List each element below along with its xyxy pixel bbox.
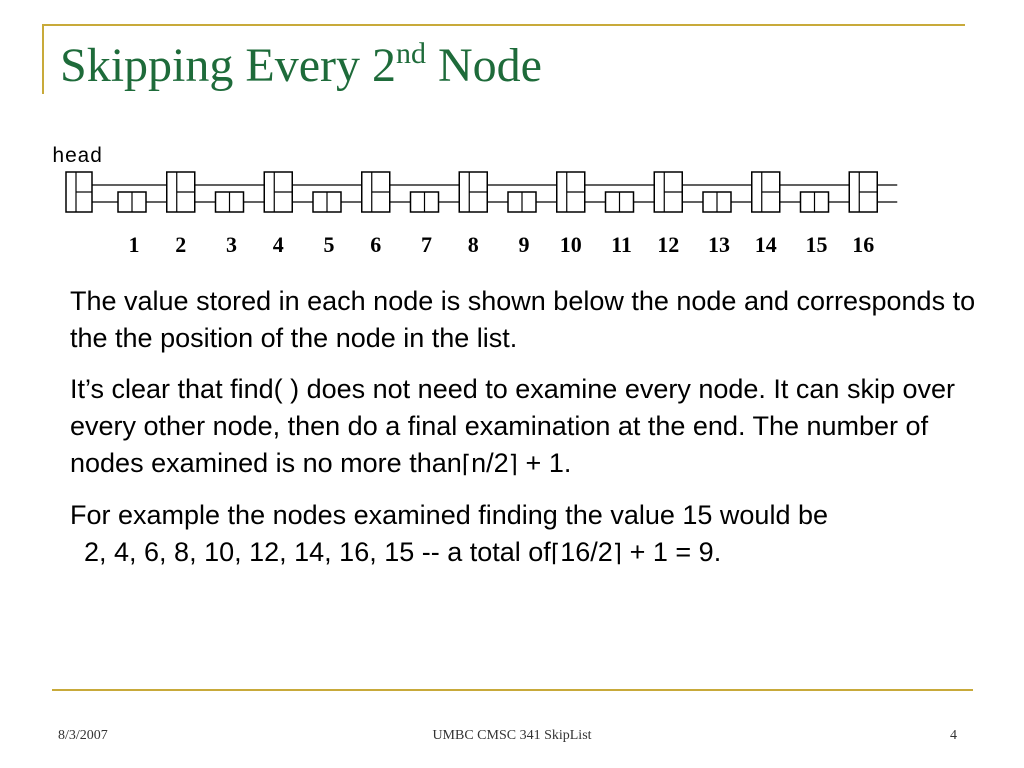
footer-date: 8/3/2007 <box>58 728 108 743</box>
paragraph-2: It’s clear that find( ) does not need to… <box>70 371 990 483</box>
node-label-7: 7 <box>421 232 432 257</box>
slide-body: The value stored in each node is shown b… <box>70 283 990 586</box>
paragraph-3-text: For example the nodes examined finding t… <box>70 500 828 530</box>
paragraph-3-example: 2, 4, 6, 8, 10, 12, 14, 16, 15 -- a tota… <box>70 534 721 572</box>
node-label-15: 15 <box>806 232 828 257</box>
node-label-6: 6 <box>370 232 381 257</box>
example-tail: + 1 = 9. <box>622 537 722 567</box>
ceil-expression: n/2 <box>471 448 509 478</box>
node-label-2: 2 <box>175 232 186 257</box>
slide-title: Skipping Every 2nd Node <box>60 37 542 93</box>
example-ceil-expression: 16/2 <box>560 537 613 567</box>
node-label-16: 16 <box>852 232 874 257</box>
node-label-8: 8 <box>468 232 479 257</box>
title-end: Node <box>425 39 542 92</box>
frame-left-rule <box>42 24 44 94</box>
node-label-12: 12 <box>657 232 679 257</box>
paragraph-3: For example the nodes examined finding t… <box>70 497 990 572</box>
example-ceil-left-symbol: ⌈ <box>550 539 561 567</box>
title-main: Skipping Every 2 <box>60 39 396 92</box>
frame-top-rule <box>42 24 965 26</box>
node-label-1: 1 <box>129 232 140 257</box>
node-label-9: 9 <box>519 232 530 257</box>
title-superscript: nd <box>395 37 426 70</box>
paragraph-1: The value stored in each node is shown b… <box>70 286 976 353</box>
node-label-13: 13 <box>708 232 730 257</box>
ceil-left-symbol: ⌈ <box>461 450 472 478</box>
link-lines <box>92 184 898 203</box>
paragraph-2-tail: + 1. <box>518 448 572 478</box>
footer-course: UMBC CMSC 341 SkipList <box>432 728 592 743</box>
example-ceil-right-symbol: ⌉ <box>612 539 623 567</box>
node-label-4: 4 <box>273 232 284 257</box>
node-label-10: 10 <box>560 232 582 257</box>
footer-page-number: 4 <box>950 728 957 743</box>
node-label-3: 3 <box>226 232 237 257</box>
bottom-rule <box>52 689 973 691</box>
node-label-5: 5 <box>324 232 335 257</box>
ceil-right-symbol: ⌉ <box>508 450 519 478</box>
node-label-11: 11 <box>611 232 632 257</box>
example-sequence: 2, 4, 6, 8, 10, 12, 14, 16, 15 -- a tota… <box>84 537 551 567</box>
paragraph-2-text: It’s clear that find( ) does not need to… <box>70 374 955 478</box>
head-label: head <box>52 146 102 169</box>
node-boxes <box>65 171 878 213</box>
node-label-14: 14 <box>755 232 777 257</box>
